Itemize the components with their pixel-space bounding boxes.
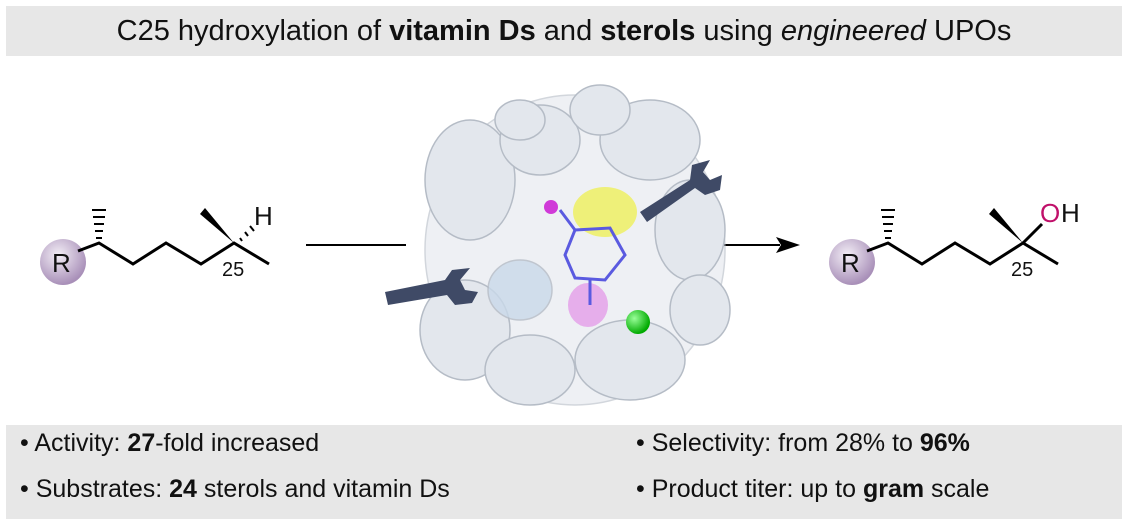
title-text: and xyxy=(535,15,601,47)
reaction-arrowhead xyxy=(776,237,800,253)
highlight-selectivity: • Selectivity: from 28% to 96% xyxy=(636,429,970,457)
r-label: R xyxy=(52,248,71,278)
position-label: 25 xyxy=(222,259,244,281)
r-group-circle xyxy=(40,239,86,285)
hashed-bond xyxy=(92,209,106,239)
r-group-circle xyxy=(829,239,875,285)
enzyme-structure xyxy=(419,84,731,406)
pink-residues xyxy=(568,283,608,327)
highlights-banner: • Activity: 27-fold increased • Substrat… xyxy=(6,425,1122,519)
heme-cofactor xyxy=(558,209,627,305)
title-text: using xyxy=(695,15,781,47)
h-label: H xyxy=(1061,198,1080,228)
wrench-icon xyxy=(385,268,478,305)
highlight-activity: • Activity: 27-fold increased xyxy=(20,429,320,457)
highlight-substrates: • Substrates: 24 sterols and vitamin Ds xyxy=(20,475,450,503)
title-italic: engineered xyxy=(780,15,926,47)
title-text: C25 hydroxylation of xyxy=(116,15,390,47)
highlight-titer: • Product titer: up to gram scale xyxy=(636,475,990,503)
position-label: 25 xyxy=(1011,259,1033,281)
substrate-structure xyxy=(40,208,270,285)
r-label: R xyxy=(841,248,860,278)
h-label: H xyxy=(254,201,273,231)
title-bold-sterols: sterols xyxy=(600,15,696,47)
wrench-icon xyxy=(640,160,722,222)
oxygen-label: O xyxy=(1040,198,1060,228)
title-banner: C25 hydroxylation of vitamin Ds and ster… xyxy=(6,6,1122,56)
yellow-residues xyxy=(573,187,637,237)
title-bold-vitamin: vitamin Ds xyxy=(389,15,536,47)
magnesium-ion xyxy=(544,200,558,214)
product-structure xyxy=(829,208,1059,285)
title-text: UPOs xyxy=(925,15,1012,47)
chloride-ion xyxy=(626,310,650,334)
wedge-bond xyxy=(200,208,234,243)
